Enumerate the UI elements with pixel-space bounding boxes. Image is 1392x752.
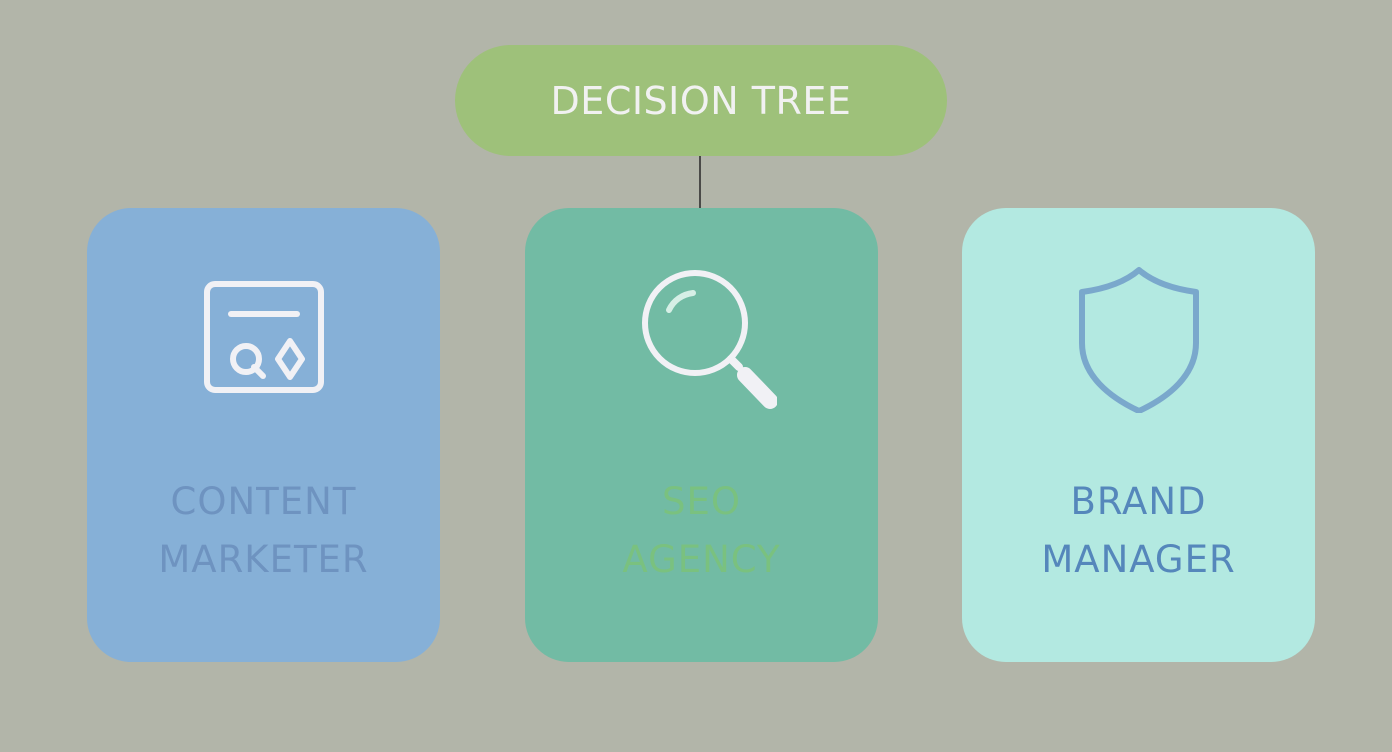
card-brand-manager: BRAND MANAGER <box>962 208 1315 662</box>
root-node-label: DECISION TREE <box>550 78 852 123</box>
card-seo-agency: SEO AGENCY <box>525 208 878 662</box>
card-label: SEO AGENCY <box>525 473 878 589</box>
card-label: CONTENT MARKETER <box>87 473 440 589</box>
card-label-line-1: CONTENT <box>170 480 357 523</box>
card-label-line-2: AGENCY <box>622 538 781 581</box>
card-label-line-1: SEO <box>662 480 741 523</box>
connector-line <box>699 156 701 208</box>
magnifier-icon <box>641 270 777 409</box>
content-window-icon <box>203 281 324 393</box>
card-label: BRAND MANAGER <box>962 473 1315 589</box>
root-node-decision-tree: DECISION TREE <box>455 45 947 156</box>
card-label-line-2: MANAGER <box>1041 538 1236 581</box>
card-label-line-2: MARKETER <box>158 538 369 581</box>
card-content-marketer: CONTENT MARKETER <box>87 208 440 662</box>
shield-icon <box>1078 267 1199 413</box>
card-label-line-1: BRAND <box>1070 480 1207 523</box>
